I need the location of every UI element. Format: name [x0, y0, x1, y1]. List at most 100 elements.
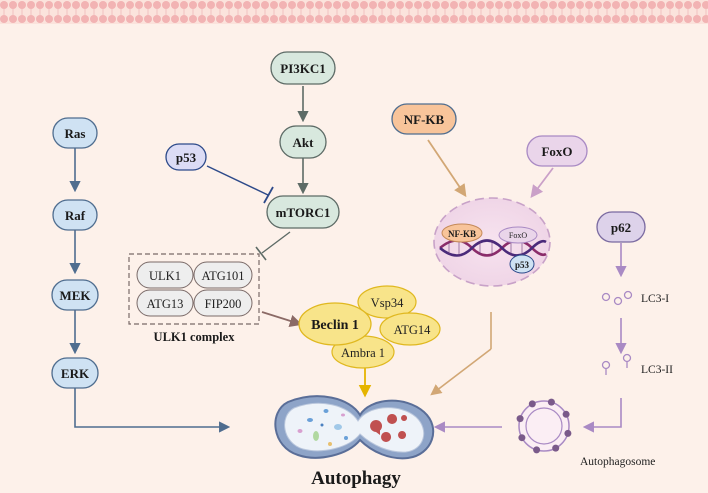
- node-ras: Ras: [52, 117, 98, 149]
- membrane-bead: [540, 1, 548, 9]
- membrane-bead: [135, 1, 143, 9]
- membrane-bead: [576, 15, 584, 23]
- node-p62: p62: [596, 211, 646, 243]
- membrane-bead: [648, 15, 656, 23]
- membrane-bead: [666, 1, 674, 9]
- node-akt-label: Akt: [293, 135, 315, 150]
- membrane-bead: [414, 1, 422, 9]
- node-foxo: FoxO: [526, 135, 588, 167]
- membrane-bead: [234, 1, 242, 9]
- ulk1-item-fip200: FIP200: [205, 297, 242, 311]
- membrane-bead: [612, 1, 620, 9]
- membrane-bead: [18, 1, 26, 9]
- membrane-bead: [189, 15, 197, 23]
- membrane-bead: [99, 15, 107, 23]
- membrane-bead: [162, 15, 170, 23]
- membrane-bead: [531, 1, 539, 9]
- membrane-bead: [648, 1, 656, 9]
- arrow-lc3ii-autophagosome: [582, 398, 622, 433]
- membrane-bead: [81, 15, 89, 23]
- atg14-label: ATG14: [394, 323, 432, 337]
- membrane-bead: [252, 15, 260, 23]
- membrane-bead: [549, 1, 557, 9]
- membrane-bead: [450, 15, 458, 23]
- membrane-bead: [513, 15, 521, 23]
- membrane-bead: [216, 15, 224, 23]
- membrane-bead: [585, 1, 593, 9]
- membrane-bead: [198, 1, 206, 9]
- lc3-i-symbol: [601, 290, 633, 306]
- membrane-bead: [45, 15, 53, 23]
- membrane-bead: [45, 1, 53, 9]
- membrane-bead: [126, 1, 134, 9]
- membrane-bead: [396, 1, 404, 9]
- membrane-bead: [27, 15, 35, 23]
- lc3-dot: [533, 446, 541, 454]
- membrane-bead: [585, 15, 593, 23]
- membrane-bead: [378, 15, 386, 23]
- membrane-bead: [540, 15, 548, 23]
- node-mek: MEK: [51, 279, 99, 311]
- membrane-bead: [180, 1, 188, 9]
- membrane-bead: [315, 15, 323, 23]
- node-foxo-label: FoxO: [541, 144, 572, 159]
- membrane-bead: [621, 15, 629, 23]
- membrane-bead: [693, 1, 701, 9]
- membrane-bead: [252, 1, 260, 9]
- membrane-bead: [270, 1, 278, 9]
- membrane-bead: [279, 15, 287, 23]
- membrane-bead: [522, 1, 530, 9]
- dna-strand-2: [439, 239, 547, 257]
- membrane-bead: [54, 1, 62, 9]
- ulk1-item-atg101: ATG101: [201, 269, 244, 283]
- lc3-dot: [547, 398, 555, 406]
- membrane-bead: [9, 15, 17, 23]
- membrane-bead: [414, 15, 422, 23]
- nucleus-nfkb-label: NF-KB: [448, 229, 476, 239]
- membrane-bead: [495, 15, 503, 23]
- nucleus: NF-KB FoxO p53: [433, 197, 551, 287]
- nucleus-p53-label: p53: [515, 260, 530, 270]
- membrane-bead: [468, 15, 476, 23]
- inhibit-mtorc1-ulk1: [261, 231, 291, 254]
- membrane-bead: [297, 1, 305, 9]
- membrane-bead: [279, 1, 287, 9]
- membrane-bead: [180, 15, 188, 23]
- membrane-bead: [612, 15, 620, 23]
- node-p62-label: p62: [611, 220, 631, 235]
- node-pi3kc1: PI3KC1: [270, 51, 336, 85]
- node-akt: Akt: [279, 125, 327, 159]
- membrane-bead: [405, 1, 413, 9]
- lc3-ii-label: LC3-II: [641, 364, 673, 376]
- membrane-bead: [423, 15, 431, 23]
- membrane-bead: [675, 1, 683, 9]
- membrane-bead: [63, 1, 71, 9]
- membrane-bead: [225, 15, 233, 23]
- membrane-bead: [18, 15, 26, 23]
- membrane-bead: [27, 1, 35, 9]
- membrane-bead: [630, 15, 638, 23]
- membrane-bead: [432, 1, 440, 9]
- ulk1-item-atg13: ATG13: [147, 297, 184, 311]
- membrane-bead: [153, 1, 161, 9]
- membrane-bead: [693, 15, 701, 23]
- node-pi3kc1-label: PI3KC1: [280, 61, 326, 76]
- vesicle-contents: [297, 409, 348, 446]
- membrane-bead: [630, 1, 638, 9]
- membrane-bead: [603, 1, 611, 9]
- membrane-bead: [144, 1, 152, 9]
- membrane-bead: [504, 15, 512, 23]
- lc3-dot: [552, 444, 560, 452]
- membrane-bead: [117, 15, 125, 23]
- membrane-bead: [369, 1, 377, 9]
- membrane-bead: [315, 1, 323, 9]
- lc3-ii-symbol: [601, 353, 632, 375]
- membrane-bead: [576, 1, 584, 9]
- membrane-bead: [495, 1, 503, 9]
- membrane-bead: [342, 15, 350, 23]
- membrane-bead: [261, 15, 269, 23]
- membrane-bead: [603, 15, 611, 23]
- membrane-bead: [702, 15, 708, 23]
- membrane-bead: [387, 15, 395, 23]
